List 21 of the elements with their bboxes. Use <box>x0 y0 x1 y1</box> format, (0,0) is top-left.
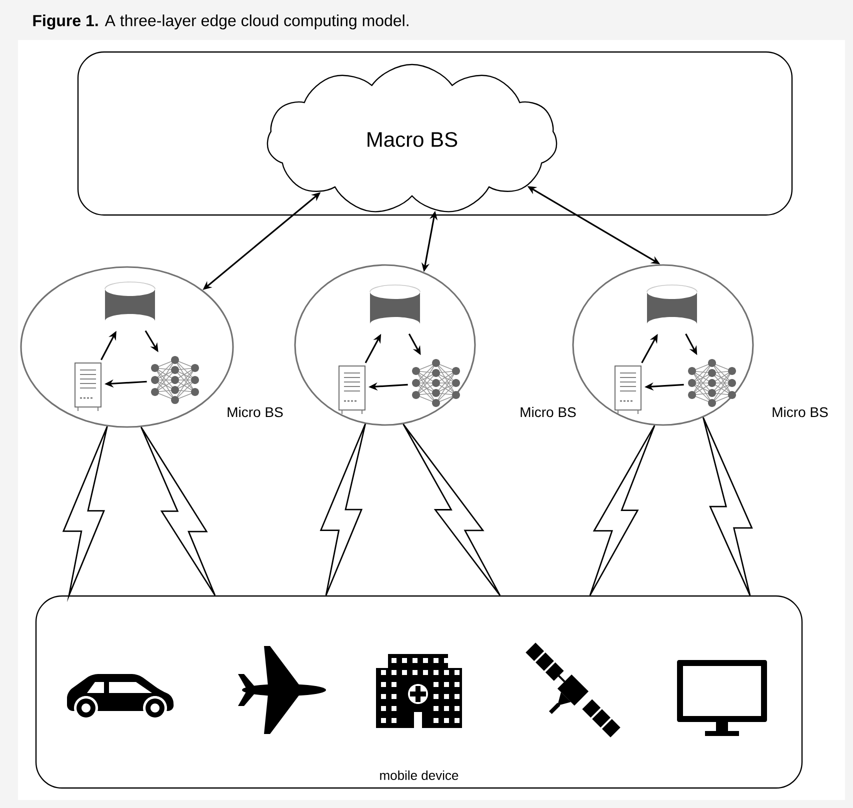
database-cylinder <box>370 284 420 324</box>
lightning-bolt <box>320 423 366 596</box>
neural-network-icon <box>151 356 199 404</box>
micro-bs-label: Micro BS <box>520 406 576 418</box>
micro-bs-label: Micro BS <box>772 406 828 418</box>
database-cylinder <box>104 282 156 321</box>
neural-network-icon <box>688 359 736 407</box>
lightning-bolt <box>140 426 216 596</box>
lightning-bolt <box>702 416 753 596</box>
neural-network-icon <box>412 359 460 407</box>
rounded-box: mobile device <box>35 595 803 789</box>
database-cylinder <box>646 284 698 324</box>
server-icon <box>614 366 642 414</box>
lightning-bolt <box>589 424 656 596</box>
ellipse <box>294 264 476 426</box>
figure-title: Figure 1. A three-layer edge cloud computing model. <box>33 14 408 30</box>
server-icon <box>74 362 102 412</box>
micro-bs-label: Micro BS <box>228 406 283 418</box>
server-icon <box>338 366 366 414</box>
lightning-bolt <box>402 423 501 596</box>
rounded-box <box>77 51 793 216</box>
